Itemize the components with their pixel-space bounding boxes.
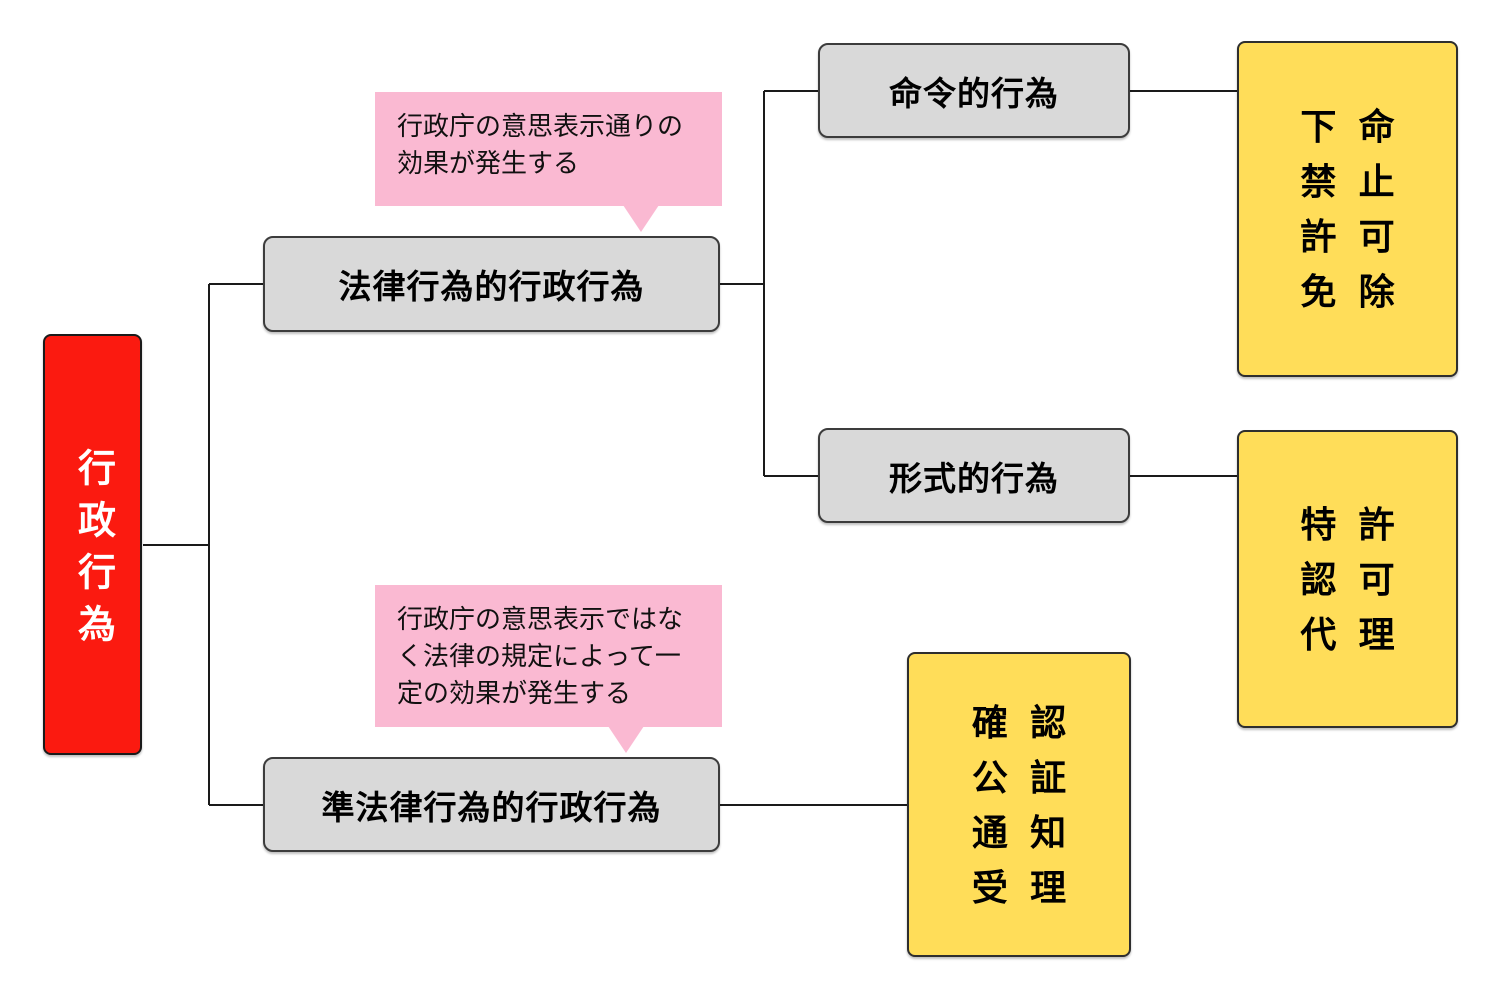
term-word: 下命 (1300, 106, 1417, 147)
callout-legal-line-2: 効果が発生する (397, 148, 580, 178)
callout-tail-icon (608, 726, 644, 753)
termbox-imperative-acts: 下命 禁止 許可 免除 (1237, 41, 1458, 377)
callout-quasi-line-2: く法律の規定によって一 (397, 641, 681, 671)
term-word: 公証 (971, 756, 1089, 798)
term-word: 受理 (971, 866, 1089, 908)
term-word: 代理 (1300, 613, 1417, 655)
node-quasi-legal-act-label: 準法律行為的行政行為 (321, 788, 662, 826)
callout-legal-act-note: 行政庁の意思表示通りの 効果が発生する (375, 92, 722, 232)
callout-quasi-legal-act-note: 行政庁の意思表示ではな く法律の規定によって一 定の効果が発生する (375, 585, 722, 753)
node-imperative-act: 命令的行為 (818, 43, 1130, 138)
termbox-quasi-legal-acts: 確認 公証 通知 受理 (907, 652, 1131, 957)
term-word: 特許 (1300, 503, 1417, 545)
term-word: 確認 (971, 701, 1089, 743)
node-administrative-act-label: 行政行為 (71, 447, 114, 656)
term-word: 許可 (1300, 216, 1417, 257)
node-legal-act: 法律行為的行政行為 (263, 236, 720, 332)
term-word: 禁止 (1300, 161, 1417, 202)
node-imperative-act-label: 命令的行為 (889, 74, 1059, 112)
node-administrative-act: 行政行為 (43, 334, 142, 755)
term-word: 認可 (1300, 558, 1417, 600)
callout-tail-icon (623, 205, 659, 232)
callout-quasi-line-3: 定の効果が発生する (397, 678, 632, 708)
node-quasi-legal-act: 準法律行為的行政行為 (263, 757, 720, 852)
node-formal-act: 形式的行為 (818, 428, 1130, 523)
term-word: 通知 (971, 811, 1089, 853)
term-word: 免除 (1300, 271, 1417, 312)
connector-path (143, 90, 1237, 806)
callout-quasi-line-1: 行政庁の意思表示ではな (397, 604, 684, 634)
termbox-formal-acts: 特許 認可 代理 (1237, 430, 1458, 728)
node-legal-act-label: 法律行為的行政行為 (338, 268, 645, 305)
callout-legal-line-1: 行政庁の意思表示通りの (397, 111, 684, 141)
node-formal-act-label: 形式的行為 (889, 459, 1059, 497)
